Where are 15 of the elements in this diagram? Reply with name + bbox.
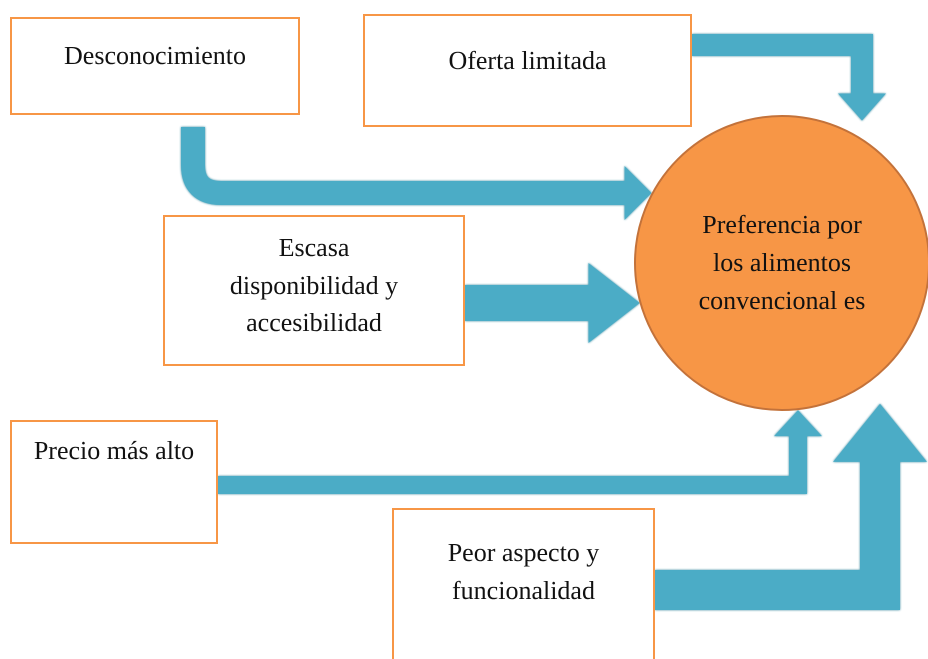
block-arrow <box>218 410 822 494</box>
factor-box <box>10 17 300 115</box>
node-label: Escasa disponibilidad y accesibilidad <box>228 232 400 340</box>
factor-box <box>163 215 465 366</box>
factor-box <box>392 508 655 659</box>
block-arrow <box>692 34 886 121</box>
block-arrow <box>465 263 640 343</box>
factor-box <box>363 14 692 127</box>
node-label: Precio más alto <box>34 435 194 467</box>
node-label: Preferencia por los alimentos convencional es <box>698 209 866 317</box>
node-label: Peor aspecto y funcionalidad <box>446 537 600 607</box>
block-arrow <box>655 404 927 610</box>
factor-box <box>10 420 218 544</box>
node-label: Oferta limitada <box>448 45 607 77</box>
node-label: Desconocimiento <box>64 40 246 72</box>
